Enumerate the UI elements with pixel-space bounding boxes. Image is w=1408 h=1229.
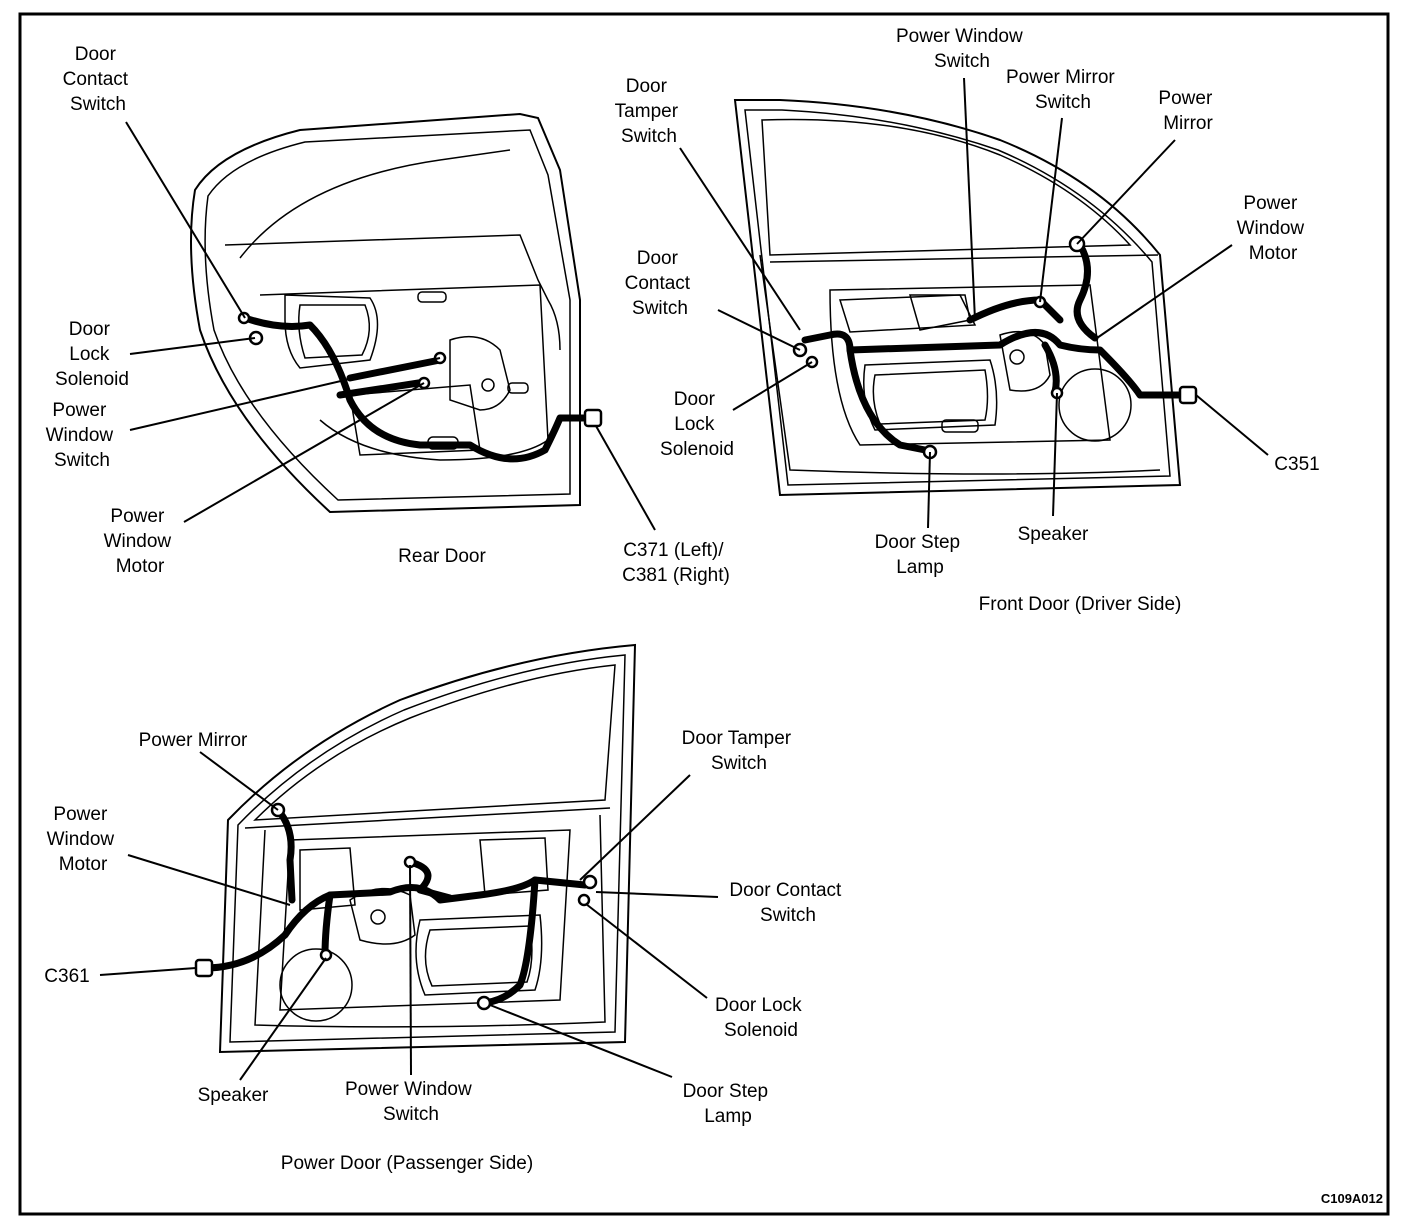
driver-power-window-switch-label: Power Window Switch xyxy=(896,26,1028,72)
front-door-driver-drawing xyxy=(733,99,1198,497)
rear-door-drawing xyxy=(190,112,603,514)
rear-power-window-switch-label: Power Window Switch xyxy=(46,400,119,471)
passenger-door-caption: Power Door (Passenger Side) xyxy=(281,1153,533,1174)
driver-connector-label: C351 xyxy=(1274,454,1319,475)
driver-door-tamper-switch-label: Door Tamper Switch xyxy=(615,76,684,147)
front-door-passenger-drawing xyxy=(194,643,637,1054)
driver-speaker-label: Speaker xyxy=(1018,524,1089,545)
passenger-power-window-switch-label: Power Window Switch xyxy=(345,1079,477,1125)
passenger-door-step-lamp-label: Door Step Lamp xyxy=(683,1081,774,1127)
rear-door-contact-switch-label: Door Contact Switch xyxy=(63,44,134,115)
passenger-door-contact-switch-label: Door Contact Switch xyxy=(729,880,846,926)
rear-connector-label: C371 (Left)/ C381 (Right) xyxy=(622,540,730,586)
rear-door-caption: Rear Door xyxy=(398,546,486,567)
figure-border xyxy=(18,12,1390,1216)
rear-door-lock-solenoid-label: Door Lock Solenoid xyxy=(55,319,129,390)
passenger-speaker-label: Speaker xyxy=(198,1085,269,1106)
passenger-power-mirror-label: Power Mirror xyxy=(139,730,248,751)
driver-door-caption: Front Door (Driver Side) xyxy=(979,594,1182,615)
rear-power-window-motor-label: Power Window Motor xyxy=(104,506,177,577)
passenger-door-lock-solenoid-label: Door Lock Solenoid xyxy=(715,995,807,1041)
driver-door-contact-switch-label: Door Contact Switch xyxy=(625,248,696,319)
driver-power-window-motor-label: Power Window Motor xyxy=(1237,193,1310,264)
passenger-connector-label: C361 xyxy=(44,966,89,987)
driver-power-mirror-label: Power Mirror xyxy=(1158,88,1217,134)
driver-door-step-lamp-label: Door Step Lamp xyxy=(875,532,966,578)
figure-code: C109A012 xyxy=(1321,1191,1383,1206)
passenger-power-window-motor-label: Power Window Motor xyxy=(47,804,120,875)
driver-door-lock-solenoid-label: Door Lock Solenoid xyxy=(660,389,734,460)
driver-power-mirror-switch-label: Power Mirror Switch xyxy=(1006,67,1120,113)
passenger-door-tamper-switch-label: Door Tamper Switch xyxy=(682,728,797,774)
